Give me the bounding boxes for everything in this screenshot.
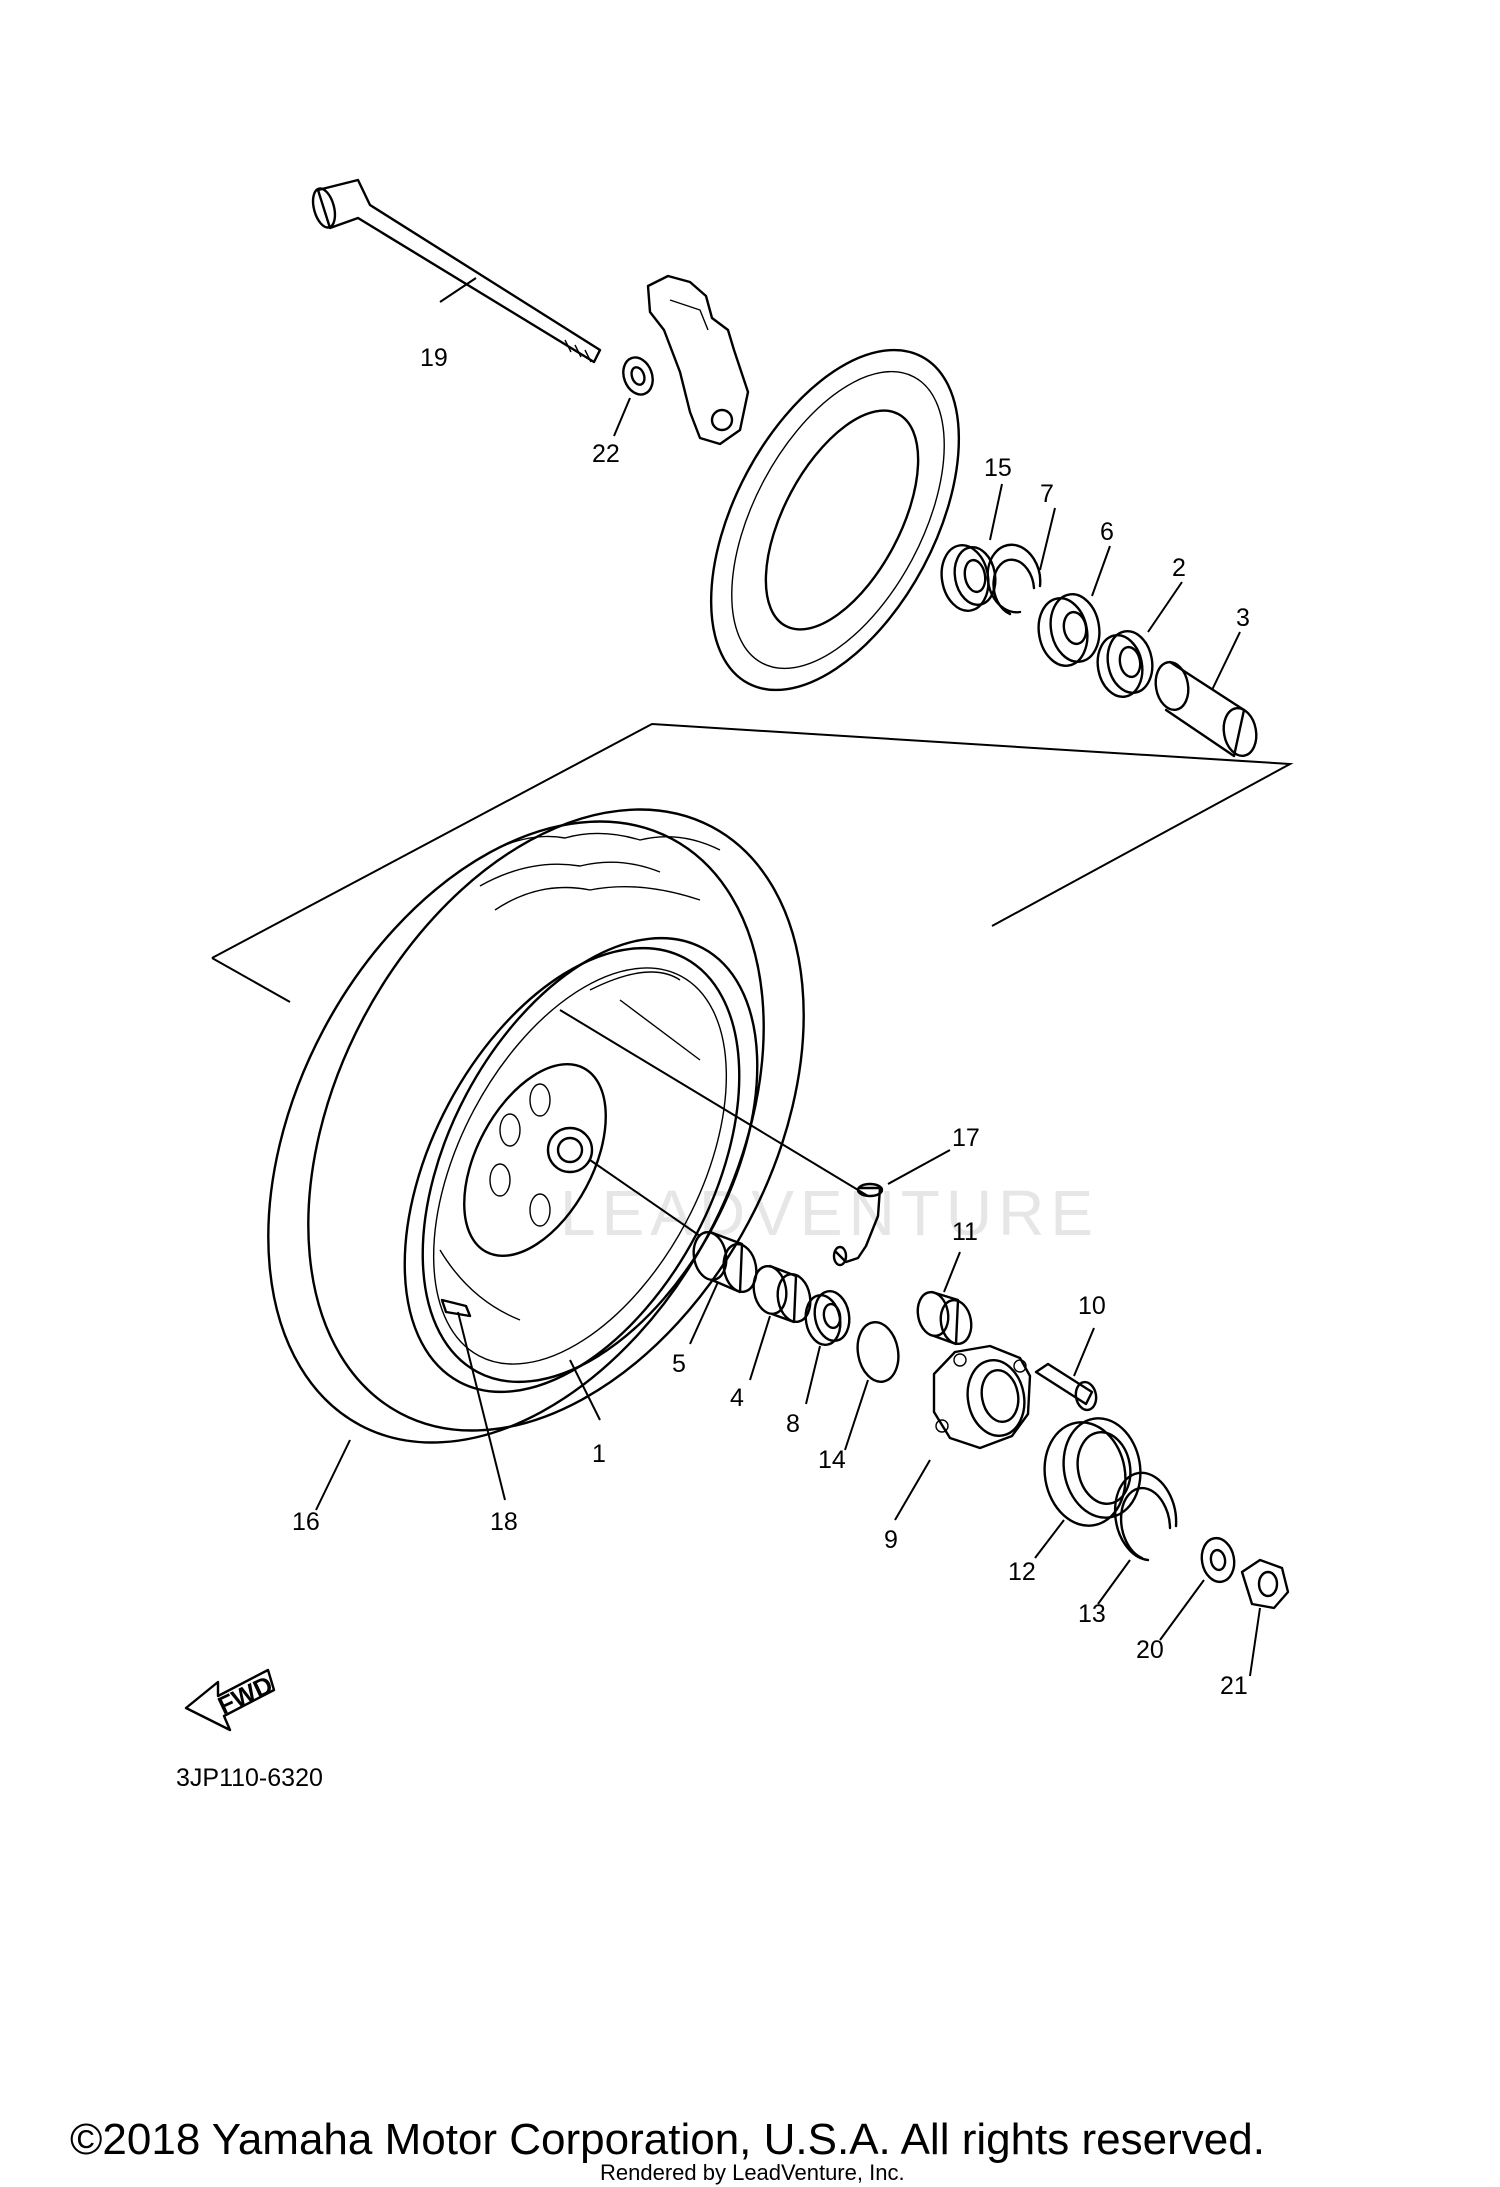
- part-labels: 19 22 15 7 6 2 3 17 11 10 5 4 8 14 1 9 1…: [292, 344, 1250, 1700]
- tire-leader-line: [315, 1439, 351, 1511]
- rendered-by-notice: Rendered by LeadVenture, Inc.: [600, 2160, 905, 2185]
- label-9: 9: [884, 1526, 898, 1554]
- label-20: 20: [1136, 1636, 1164, 1664]
- label-6: 6: [1100, 518, 1114, 546]
- damper-part: [1034, 1417, 1142, 1559]
- circlip-part-13: [1097, 1471, 1178, 1605]
- label-8: 8: [786, 1410, 800, 1438]
- collar-part-11: [916, 1251, 973, 1346]
- spacer-part-4: [749, 1264, 812, 1381]
- caliper-bracket-part: [646, 274, 750, 446]
- exploded-plane-outline: [211, 722, 1294, 1003]
- label-14: 14: [818, 1446, 846, 1474]
- bearing-part-2: [1096, 581, 1183, 698]
- tire-part: [267, 808, 805, 1444]
- label-15: 15: [984, 454, 1012, 482]
- label-1: 1: [592, 1440, 606, 1468]
- washer-part: [1159, 1536, 1236, 1641]
- clutch-hub-part: [894, 1344, 1032, 1521]
- collar-part-5: [689, 1230, 758, 1345]
- diagram-code: 3JP110-6320: [176, 1764, 323, 1792]
- label-19: 19: [420, 344, 448, 372]
- circlip-part: [986, 507, 1056, 616]
- label-3: 3: [1236, 604, 1250, 632]
- label-18: 18: [490, 1508, 518, 1536]
- hub-center-line: [589, 1159, 701, 1237]
- label-17: 17: [952, 1124, 980, 1152]
- forward-arrow-icon: FWD: [184, 1668, 277, 1732]
- balance-weight-part: [440, 1298, 506, 1501]
- label-12: 12: [1008, 1558, 1036, 1586]
- spacer-part: [1154, 631, 1258, 758]
- label-4: 4: [730, 1384, 744, 1412]
- nut-part: [1240, 1558, 1290, 1677]
- label-10: 10: [1078, 1292, 1106, 1320]
- bolt-part: [1034, 1327, 1098, 1412]
- copyright-notice: ©2018 Yamaha Motor Corporation, U.S.A. A…: [70, 2115, 1265, 2164]
- label-5: 5: [672, 1350, 686, 1378]
- label-16: 16: [292, 1508, 320, 1536]
- label-11: 11: [952, 1218, 978, 1246]
- bearing-part-8: [804, 1290, 851, 1405]
- label-7: 7: [1040, 480, 1054, 508]
- wheel-rim-part: [403, 936, 759, 1421]
- label-21: 21: [1220, 1672, 1248, 1700]
- fwd-label: FWD: [214, 1671, 277, 1720]
- valve-stem-part: [559, 1009, 951, 1267]
- label-2: 2: [1172, 554, 1186, 582]
- label-13: 13: [1078, 1600, 1106, 1628]
- axle-part: [311, 178, 602, 364]
- watermark-text: LEADVENTURE: [560, 1177, 1099, 1249]
- collar-part: [613, 356, 654, 437]
- label-22: 22: [592, 440, 620, 468]
- brake-disc-part: [709, 348, 961, 692]
- o-ring-part: [844, 1321, 900, 1451]
- bearing-part: [1037, 545, 1111, 667]
